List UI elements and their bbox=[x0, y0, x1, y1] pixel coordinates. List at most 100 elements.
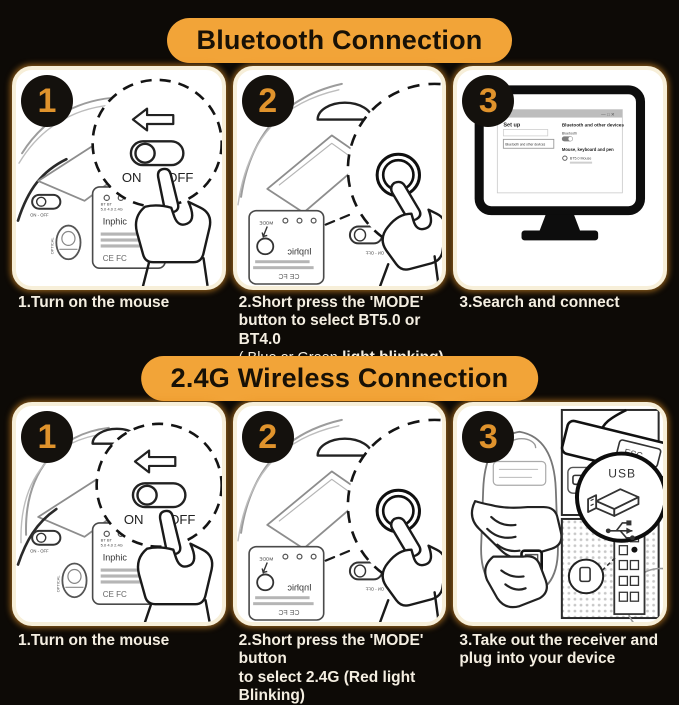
bt-caption-3: 3.Search and connect bbox=[453, 294, 667, 367]
mode-button-illustration bbox=[255, 573, 274, 592]
mode-button-illustration bbox=[255, 237, 274, 256]
caption-line: 3.Search and connect bbox=[459, 294, 620, 311]
led-labels-row2: 5.0 4.0 2.4G bbox=[101, 543, 123, 548]
caption-line: 2.Short press the 'MODE' bbox=[238, 294, 424, 311]
wireless-steps-row: 1 BT BT 5.0 4.0 2.4G Inphic bbox=[12, 402, 668, 626]
wireless-section-title: 2.4G Wireless Connection bbox=[140, 356, 539, 401]
optical-label: OPTICAL bbox=[49, 237, 54, 255]
certification-marks-mirrored: CE FC bbox=[278, 274, 299, 281]
settings-search-box bbox=[503, 129, 549, 137]
monitor-stand bbox=[521, 214, 599, 241]
pulling-hand-icon bbox=[484, 555, 549, 609]
power-switch-small-label-mirrored: ON - OFF bbox=[365, 250, 384, 255]
bluetooth-captions: 1.Turn on the mouse 2.Short press the 'M… bbox=[12, 294, 667, 367]
settings-window: — □ ✕ Set up Bluetooth and other devices… bbox=[497, 109, 625, 194]
certification-marks-mirrored: CE FC bbox=[278, 610, 299, 617]
step-number-badge: 2 bbox=[241, 411, 294, 463]
certification-marks: CE FC bbox=[103, 254, 127, 263]
off-label: OFF bbox=[167, 170, 193, 185]
mode-label-mirrored: MODE bbox=[259, 221, 273, 226]
caption-line: 3.Take out the receiver and bbox=[459, 632, 659, 649]
wireless-captions: 1.Turn on the mouse 2.Short press the 'M… bbox=[12, 632, 667, 705]
usb-receiver-icon bbox=[579, 566, 592, 583]
press-mode-illustration: MODE Inphic CE FC ON - OFF bbox=[236, 82, 443, 286]
toggle-knob bbox=[136, 484, 158, 506]
step-number: 1 bbox=[37, 81, 57, 120]
pressing-hand-icon bbox=[378, 180, 443, 286]
optical-sensor: OPTICAL bbox=[55, 562, 88, 599]
led-labels-row1: BT BT bbox=[101, 538, 113, 543]
toggle-knob bbox=[134, 142, 156, 164]
bt-step-1-panel: 1 BT BT 5.0 4.0 2.4G Inphic CE bbox=[12, 66, 226, 290]
step-number-badge: 1 bbox=[21, 411, 73, 463]
brand-label-mirrored: Inphic bbox=[287, 582, 312, 592]
turn-on-mouse-illustration: BT BT 5.0 4.0 2.4G Inphic CE FC ON - OFF… bbox=[16, 422, 222, 622]
power-switch-small-label-mirrored: ON - OFF bbox=[365, 586, 384, 591]
caption-line: 1.Turn on the mouse bbox=[18, 632, 170, 649]
slide-left-arrow-icon bbox=[133, 449, 177, 474]
step-number-badge: 3 bbox=[462, 411, 515, 463]
bt-step-2-panel: 2 MODE Inphic CE FC bbox=[232, 66, 447, 290]
pressing-hand-icon bbox=[378, 516, 443, 622]
bt-caption-1: 1.Turn on the mouse bbox=[12, 294, 226, 367]
mode-label-mirrored: MODE bbox=[259, 557, 273, 562]
turn-on-mouse-illustration: BT BT 5.0 4.0 2.4G Inphic CE FC ON - OFF… bbox=[16, 78, 222, 286]
zoom-circle: ON OFF bbox=[91, 78, 222, 209]
step-number: 2 bbox=[258, 417, 278, 456]
caption-line: button to select BT5.0 or BT4.0 bbox=[238, 312, 421, 348]
step-number: 3 bbox=[478, 81, 498, 120]
usb-trident-icon bbox=[606, 520, 636, 541]
step-number: 3 bbox=[478, 417, 498, 456]
bt-devices-button-label: Bluetooth and other devices bbox=[506, 142, 546, 146]
monitor-illustration: — □ ✕ Set up Bluetooth and other devices… bbox=[474, 85, 646, 241]
mouse-device-icon bbox=[562, 155, 568, 161]
usb-receiver-3d-icon bbox=[587, 488, 640, 517]
bt-step-3-panel: 3 — □ ✕ Set up Bluetooth and other devic… bbox=[453, 66, 668, 290]
settings-right-title: Bluetooth and other devices bbox=[562, 123, 625, 128]
certification-marks: CE FC bbox=[103, 590, 127, 599]
on-label: ON bbox=[122, 170, 142, 185]
pointing-hand-icon bbox=[134, 167, 212, 286]
press-mode-illustration: MODE Inphic CE FC ON - OFF bbox=[236, 418, 443, 622]
rf-step-1-panel: 1 BT BT 5.0 4.0 2.4G Inphic bbox=[12, 402, 226, 626]
zoom-circle: ON OFF bbox=[95, 422, 222, 548]
step-number: 1 bbox=[37, 417, 57, 456]
power-switch-small-label: ON - OFF bbox=[30, 549, 49, 554]
devices-heading: Mouse, keyboard and pen bbox=[562, 147, 614, 152]
usb-label: USB bbox=[609, 466, 637, 480]
receiver-illustration: ESC bbox=[471, 408, 664, 622]
rf-caption-1: 1.Turn on the mouse bbox=[12, 632, 226, 705]
brand-label-mirrored: Inphic bbox=[287, 246, 312, 256]
step-number-badge: 3 bbox=[462, 75, 515, 127]
power-switch-small: ON - OFF bbox=[30, 193, 62, 218]
mode-pointer-arrow bbox=[261, 562, 268, 575]
mouse-in-hands-illustration bbox=[471, 430, 563, 609]
slide-left-arrow-icon bbox=[131, 107, 175, 132]
step-number-badge: 2 bbox=[241, 75, 294, 127]
caption-line: to select 2.4G (Red light Blinking) bbox=[238, 668, 416, 704]
optical-sensor: OPTICAL bbox=[49, 224, 82, 261]
step-number: 2 bbox=[258, 81, 278, 120]
on-label: ON bbox=[124, 512, 144, 527]
bt-devices-button bbox=[503, 138, 555, 149]
window-controls: — □ ✕ bbox=[602, 112, 616, 117]
device-name: BT5.0 Mouse bbox=[570, 157, 591, 161]
rf-step-2-panel: 2 MODE Inphic CE FC bbox=[232, 402, 447, 626]
caption-line: 1.Turn on the mouse bbox=[18, 294, 170, 311]
off-label: OFF bbox=[169, 512, 195, 527]
bluetooth-toggle-label: Bluetooth bbox=[562, 131, 577, 135]
step-number-badge: 1 bbox=[21, 75, 73, 127]
power-switch-small: ON - OFF bbox=[30, 529, 62, 554]
rf-step-3-panel: 3 bbox=[453, 402, 668, 626]
mouse-label-sticker-mirrored: MODE Inphic CE FC bbox=[247, 209, 325, 285]
rf-caption-2: 2.Short press the 'MODE' button to selec… bbox=[233, 632, 447, 705]
power-switch-small-label: ON - OFF bbox=[30, 213, 49, 218]
led-labels-row2: 5.0 4.0 2.4G bbox=[101, 207, 123, 212]
led-indicator bbox=[103, 194, 110, 201]
window-titlebar bbox=[497, 109, 623, 118]
settings-left-title: Set up bbox=[504, 123, 522, 129]
bluetooth-section-title: Bluetooth Connection bbox=[166, 18, 513, 63]
brand-label: Inphic bbox=[103, 553, 128, 563]
caption-line: plug into your device bbox=[459, 650, 616, 668]
scroll-dome bbox=[316, 437, 373, 457]
